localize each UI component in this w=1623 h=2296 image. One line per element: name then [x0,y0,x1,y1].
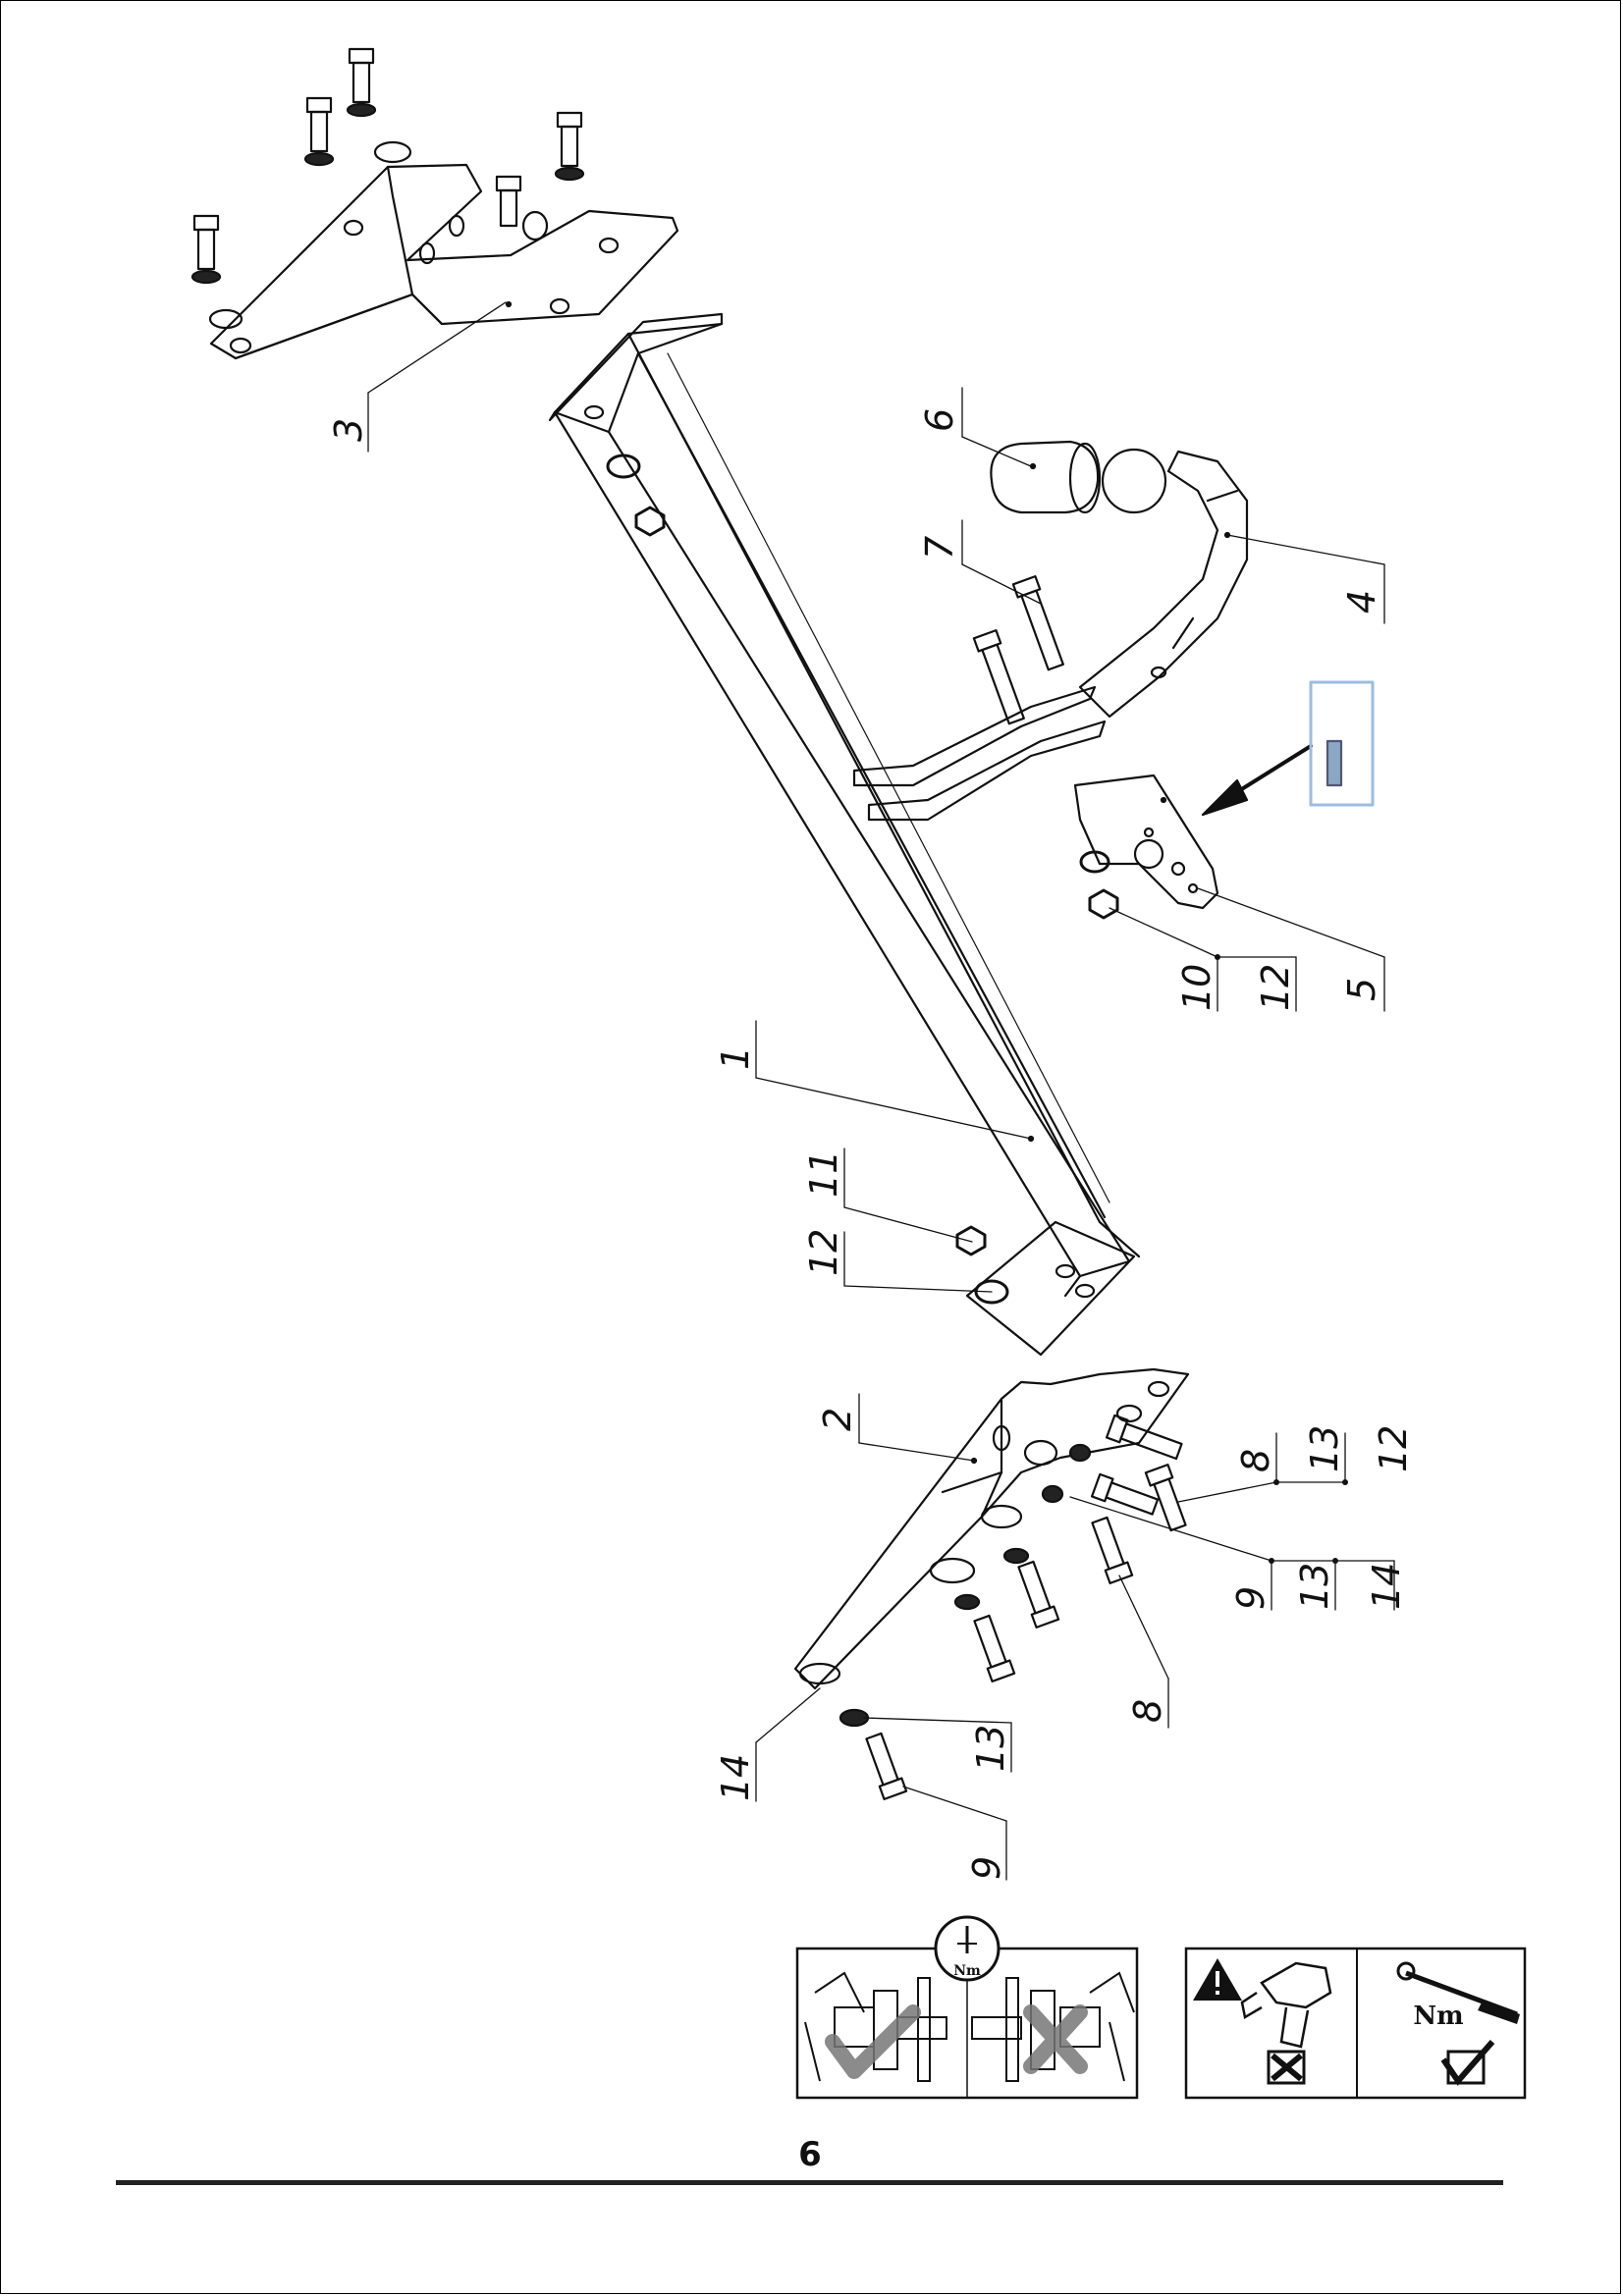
check-box-icon [1440,2040,1495,2086]
torque-unit-wrench: Nm [1413,2002,1463,2031]
bolt-joint-left [804,1971,947,2082]
cross-beam [548,312,1141,1357]
socket-plate [1073,774,1219,920]
check-mark-icon [825,2004,921,2079]
label-part-2: 2 [816,1408,859,1431]
ball-cap [990,440,1167,514]
leader-dots [1215,954,1348,1564]
warning-triangle-icon [1193,1958,1242,2001]
left-mounting-bracket [209,163,679,360]
label-part-4: 4 [1340,590,1383,614]
tool-instruction-panel: Nm [1184,1947,1527,2100]
tightening-instruction-panel: Nm [795,1915,1139,2100]
label-part-9-mid: 9 [1229,1586,1272,1610]
neck-bolts [972,575,1064,725]
bracket-bolts-top [190,47,585,330]
label-part-10: 10 [1175,964,1218,1011]
label-part-11: 11 [802,1150,845,1198]
torque-wrench-icon: Nm [1396,1961,1520,2031]
page-number: 6 [798,2135,822,2174]
label-part-13-top: 13 [1303,1425,1346,1472]
socket-arrow [1201,680,1375,817]
label-part-9-bottom: 9 [965,1856,1008,1880]
part-labels: 3 1 2 6 4 7 5 10 12 11 12 8 13 12 9 13 1… [327,408,1415,1880]
label-part-8-bottom: 8 [1126,1699,1169,1723]
label-part-14-bottom: 14 [714,1754,757,1801]
footer-rule [116,2180,1503,2185]
label-part-12-socket: 12 [1254,964,1297,1011]
label-part-13-mid: 13 [1293,1563,1336,1610]
label-part-12-beam: 12 [802,1229,845,1276]
label-part-8-top: 8 [1234,1449,1277,1472]
cross-box-icon [1267,2050,1306,2085]
torque-dial-icon: Nm [934,1915,1001,1982]
cross-mark-icon [1023,2004,1088,2074]
label-part-12-bracket: 12 [1372,1425,1415,1472]
leader-lines [367,301,1395,1881]
impact-wrench-icon [1240,1961,1332,2049]
label-part-7: 7 [918,536,961,560]
label-part-3: 3 [327,418,370,442]
label-part-6: 6 [918,408,961,432]
label-part-14-mid: 14 [1365,1563,1408,1610]
torque-unit-top: Nm [953,1963,981,1979]
right-mounting-bracket [793,1367,1190,1690]
label-part-13-bottom: 13 [969,1725,1012,1772]
bracket-bolts-bottom [839,1414,1187,1800]
label-part-5: 5 [1340,978,1383,1001]
label-part-1: 1 [714,1046,757,1070]
tow-ball-neck [1078,450,1249,719]
